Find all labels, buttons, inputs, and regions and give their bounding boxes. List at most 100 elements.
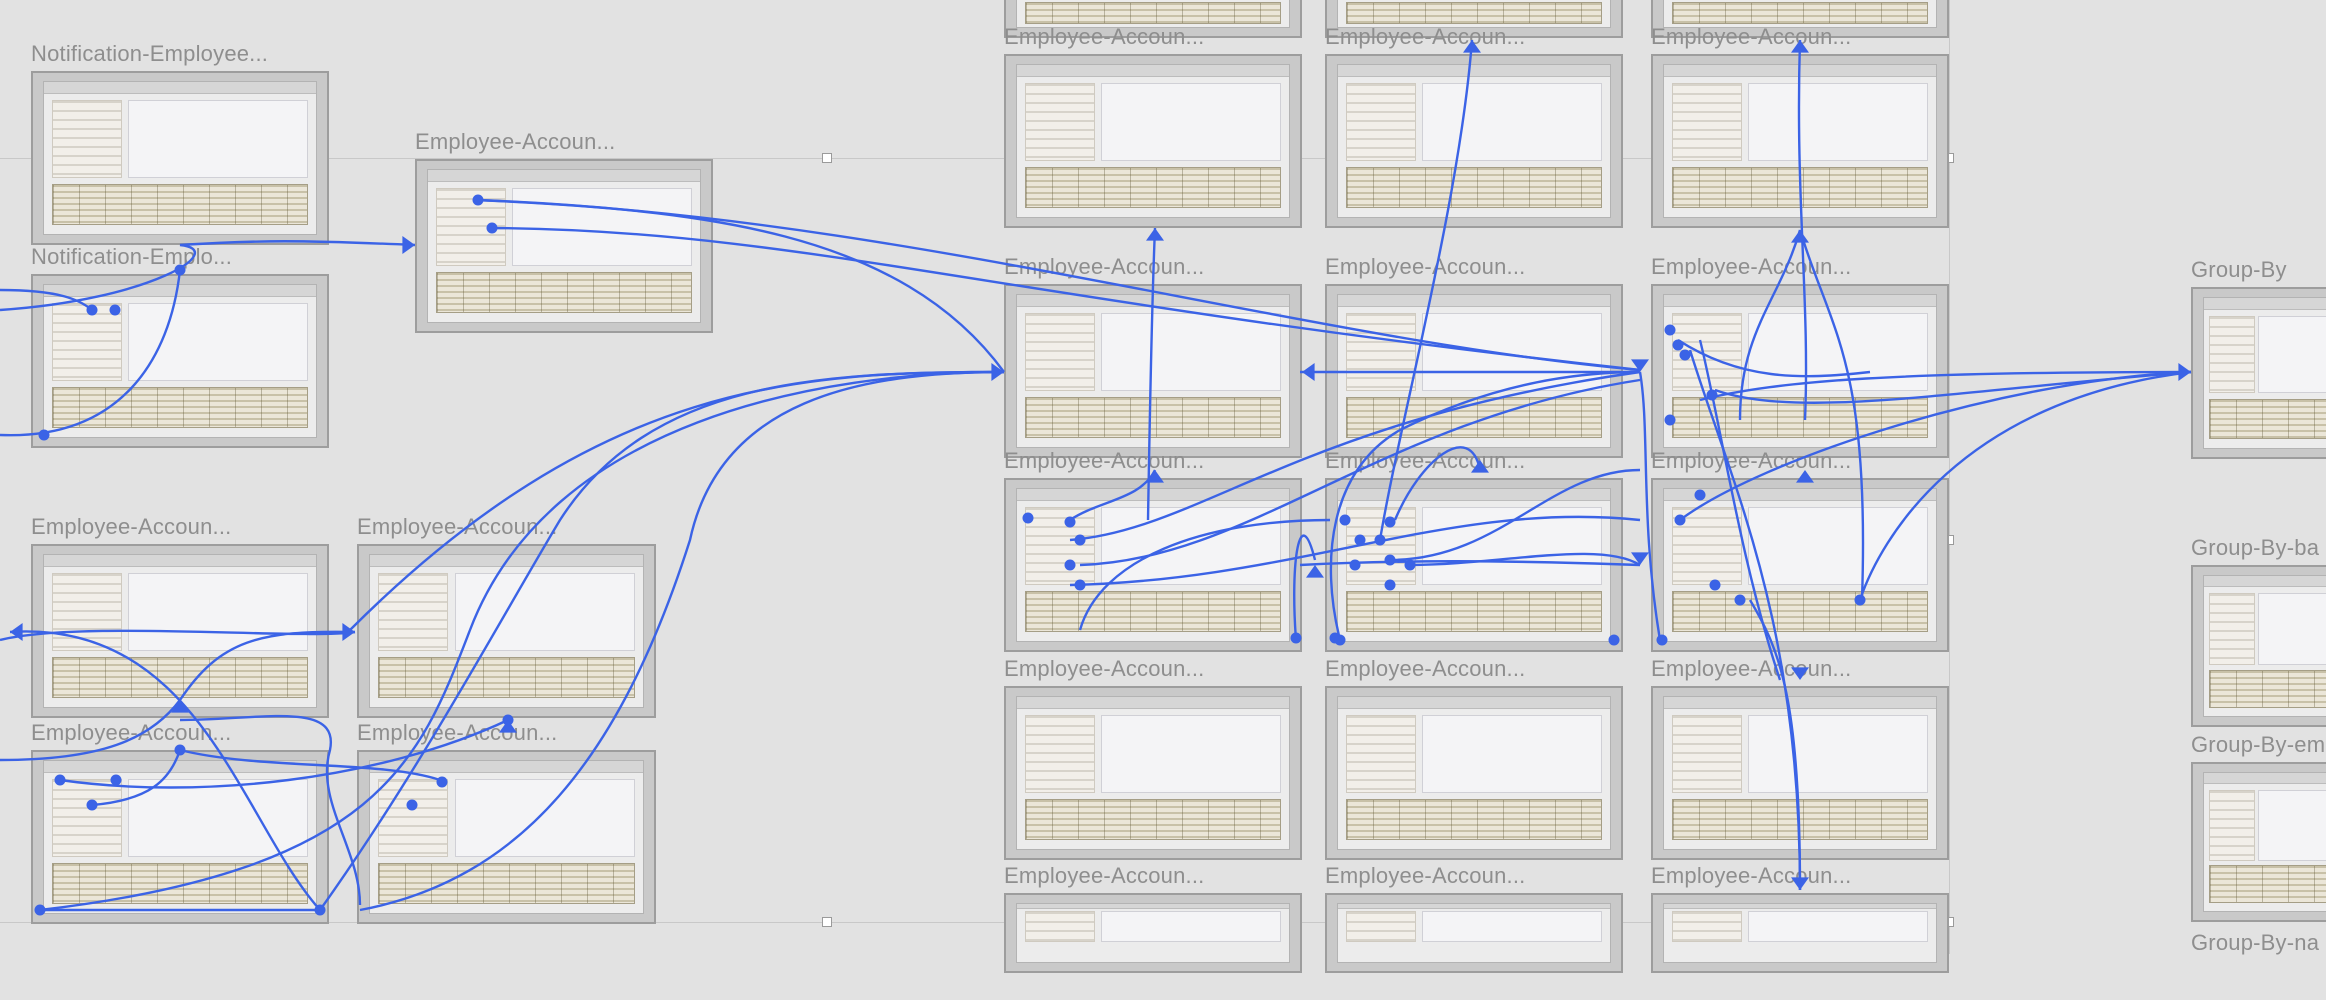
screen-frame[interactable]: Group-By-em: [2191, 732, 2326, 922]
screen-frame[interactable]: Employee-Accoun...: [1651, 448, 1949, 652]
frame-title: Employee-Accoun...: [1651, 656, 1852, 681]
screen-frame[interactable]: Employee-Accoun...: [31, 514, 329, 718]
screen-thumbnail: [2191, 287, 2326, 459]
frame-title: Employee-Accoun...: [1004, 656, 1205, 681]
screen-frame[interactable]: Notification-Emplo...: [31, 244, 329, 448]
frame-title: Notification-Employee...: [31, 41, 269, 66]
frame-title: Employee-Accoun...: [1325, 448, 1526, 473]
screen-frame[interactable]: Notification-Employee...: [31, 41, 329, 245]
screen-thumbnail: [1325, 478, 1623, 652]
frame-title: Employee-Accoun...: [1325, 254, 1526, 279]
frame-title: Employee-Accoun...: [1004, 863, 1205, 888]
connection-arrowhead: [342, 623, 355, 641]
screen-thumbnail: [31, 274, 329, 448]
screen-frame[interactable]: Group-By-ba: [2191, 535, 2326, 727]
screen-frame[interactable]: Employee-Accoun...: [1325, 656, 1623, 860]
screen-thumbnail: [1325, 54, 1623, 228]
screen-thumbnail: [357, 750, 656, 924]
frame-title: Group-By-ba: [2191, 535, 2320, 560]
screen-thumbnail: [1325, 284, 1623, 458]
screen-frame[interactable]: Employee-Accoun...: [1651, 24, 1949, 228]
frame-title: Employee-Accoun...: [31, 720, 232, 745]
resize-handle[interactable]: [822, 153, 832, 163]
connection-arrowhead: [1146, 228, 1164, 241]
screen-frame[interactable]: Employee-Accoun...: [357, 514, 656, 718]
screen-thumbnail: [1004, 686, 1302, 860]
frame-title: Employee-Accoun...: [1651, 448, 1852, 473]
screen-frame[interactable]: Employee-Accoun...: [1325, 448, 1623, 652]
screen-frame[interactable]: Employee-Accoun...: [1325, 863, 1623, 973]
screen-thumbnail: [2191, 565, 2326, 727]
connection-arrowhead: [991, 363, 1004, 381]
screen-frame[interactable]: Employee-Accoun...: [1004, 24, 1302, 228]
screen-thumbnail: [31, 544, 329, 718]
frame-title: Employee-Accoun...: [1325, 656, 1526, 681]
frame-title: Employee-Accoun...: [1325, 24, 1526, 49]
connection-arrowhead: [402, 236, 415, 254]
screen-frame[interactable]: Employee-Accoun...: [357, 720, 656, 924]
connection-arrowhead: [1302, 363, 1315, 381]
frame-title: Employee-Accoun...: [1651, 254, 1852, 279]
selection-guide-bottom: [0, 922, 1950, 923]
screen-frame[interactable]: [1651, 0, 1949, 38]
screen-thumbnail: [1651, 54, 1949, 228]
frame-title: Employee-Accoun...: [1004, 448, 1205, 473]
screen-thumbnail: [31, 71, 329, 245]
screen-thumbnail: [1004, 478, 1302, 652]
screen-thumbnail: [1325, 893, 1623, 973]
screen-frame[interactable]: Group-By: [2191, 257, 2326, 459]
selection-guide-right: [1949, 0, 1950, 954]
frame-title: Group-By-na: [2191, 930, 2320, 955]
frame-title: Group-By-em: [2191, 732, 2326, 757]
connection-arrowhead: [1631, 359, 1649, 372]
screen-frame[interactable]: Employee-Accoun...: [1004, 656, 1302, 860]
screen-thumbnail: [1004, 284, 1302, 458]
frame-title: Notification-Emplo...: [31, 244, 233, 269]
screen-frame[interactable]: Employee-Accoun...: [1004, 254, 1302, 458]
screen-thumbnail: [1651, 686, 1949, 860]
screen-frame[interactable]: Employee-Accoun...: [415, 129, 713, 333]
screen-thumbnail: [1325, 686, 1623, 860]
screen-frame[interactable]: Employee-Accoun...: [1004, 863, 1302, 973]
screen-thumbnail: [1325, 0, 1623, 38]
connection-arrowhead: [10, 623, 23, 641]
screen-frame[interactable]: Employee-Accoun...: [1651, 863, 1949, 973]
selection-guide-top: [0, 158, 1950, 159]
screen-frame[interactable]: Employee-Accoun...: [1651, 254, 1949, 458]
frame-title: Employee-Accoun...: [415, 129, 616, 154]
screen-thumbnail: [1004, 54, 1302, 228]
frame-title: Employee-Accoun...: [1651, 863, 1852, 888]
screen-thumbnail: [1651, 478, 1949, 652]
screen-thumbnail: [357, 544, 656, 718]
screen-frame[interactable]: Group-By-na: [2191, 930, 2326, 1000]
frame-title: Employee-Accoun...: [1004, 254, 1205, 279]
prototype-canvas[interactable]: Notification-Employee... Notification-Em…: [0, 0, 2326, 973]
screen-thumbnail: [1651, 893, 1949, 973]
connection-arrowhead: [1631, 552, 1649, 565]
screen-thumbnail: [1004, 893, 1302, 973]
screen-thumbnail: [415, 159, 713, 333]
connection-arrowhead: [1306, 565, 1324, 578]
frame-title: Employee-Accoun...: [357, 514, 558, 539]
screen-thumbnail: [1651, 284, 1949, 458]
screen-thumbnail: [1004, 0, 1302, 38]
screen-frame[interactable]: Employee-Accoun...: [31, 720, 329, 924]
frame-title: Employee-Accoun...: [1325, 863, 1526, 888]
connection-arrowhead: [2178, 363, 2191, 381]
screen-frame[interactable]: [1325, 0, 1623, 38]
screen-frame[interactable]: Employee-Accoun...: [1004, 448, 1302, 652]
frame-title: Employee-Accoun...: [357, 720, 558, 745]
screen-thumbnail: [1651, 0, 1949, 38]
frame-title: Employee-Accoun...: [1004, 24, 1205, 49]
screen-thumbnail: [2191, 762, 2326, 922]
screen-frame[interactable]: Employee-Accoun...: [1651, 656, 1949, 860]
screen-frame[interactable]: Employee-Accoun...: [1325, 254, 1623, 458]
resize-handle[interactable]: [822, 917, 832, 927]
connection-arrowhead: [1791, 230, 1809, 243]
frame-title: Group-By: [2191, 257, 2287, 282]
frame-title: Employee-Accoun...: [31, 514, 232, 539]
screen-frame[interactable]: [1004, 0, 1302, 38]
frame-title: Employee-Accoun...: [1651, 24, 1852, 49]
screen-frame[interactable]: Employee-Accoun...: [1325, 24, 1623, 228]
screen-thumbnail: [31, 750, 329, 924]
